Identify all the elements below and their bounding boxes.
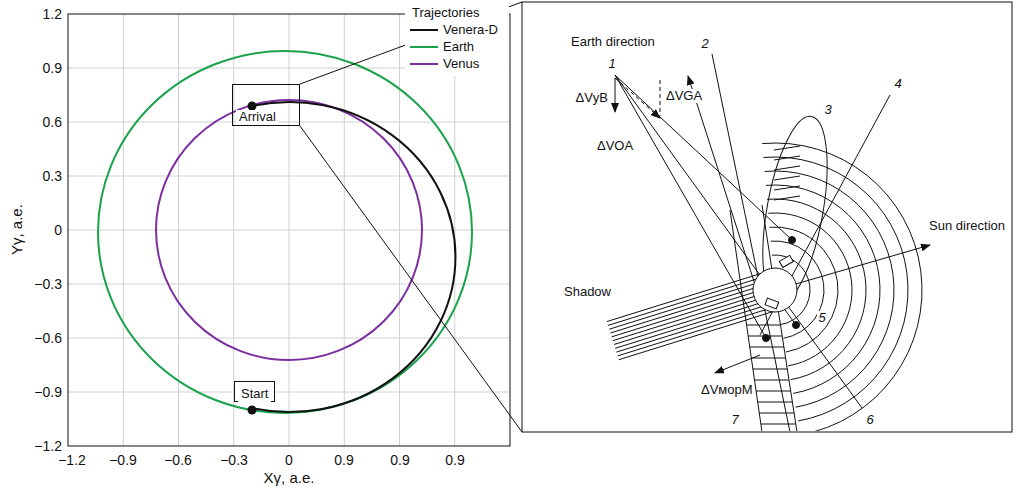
velocity-label: ΔVморМ — [700, 383, 754, 398]
tick-label: −0.9 — [109, 452, 137, 468]
box-label: Start — [238, 387, 271, 402]
legend-entry: Venus — [410, 56, 479, 71]
tick-label: 0.9 — [390, 452, 409, 468]
callout-number: 6 — [865, 413, 874, 428]
tick-label: 0.9 — [43, 60, 62, 76]
legend-entry: Earth — [410, 39, 474, 54]
tick-label: 1.2 — [43, 6, 62, 22]
legend-ground — [405, 4, 509, 76]
callout-number: 5 — [817, 311, 826, 326]
legend-line — [410, 42, 438, 52]
tick-label: −0.3 — [220, 452, 248, 468]
direction-label: Earth direction — [570, 35, 656, 50]
venera-trajectory — [252, 102, 455, 412]
earth-orbit — [98, 51, 472, 413]
axis-title: Yγ, a.e. — [7, 205, 24, 256]
tick-label: 0.9 — [334, 452, 353, 468]
tick-label: 0.3 — [43, 168, 62, 184]
tick-label: −0.3 — [34, 276, 62, 292]
zoom-panel — [522, 2, 1012, 432]
direction-label: Sun direction — [928, 219, 1006, 234]
axis-title: Xγ, a.e. — [264, 469, 315, 486]
tick-label: 0 — [54, 222, 62, 238]
legend-text: Earth — [443, 39, 474, 54]
zoom-line — [300, 2, 522, 84]
velocity-label: ΔVGA — [665, 89, 703, 104]
tick-label: 0.6 — [43, 114, 62, 130]
velocity-label: ΔVуВ — [574, 91, 609, 106]
tick-label: 0 — [285, 452, 293, 468]
tick-label: −1.2 — [34, 438, 62, 454]
start-dot — [248, 406, 257, 415]
tick-label: −0.6 — [164, 452, 192, 468]
arrival-box: Arrival — [232, 84, 300, 126]
legend-entry: Venera-D — [410, 22, 498, 37]
tick-label: −1.2 — [58, 452, 86, 468]
zoom-line — [300, 126, 522, 432]
legend-line — [410, 59, 438, 69]
callout-number: 3 — [823, 103, 832, 118]
legend-title: Trajectories — [412, 6, 479, 21]
callout-number: 4 — [893, 77, 902, 92]
callout-number: 2 — [700, 37, 709, 52]
venus-orbit — [156, 100, 422, 360]
tick-label: 0.9 — [445, 452, 464, 468]
tick-label: −0.6 — [34, 330, 62, 346]
legend-text: Venera-D — [443, 22, 498, 37]
tick-label: −0.9 — [34, 384, 62, 400]
box-label: Arrival — [236, 110, 279, 125]
plot-frame — [68, 14, 510, 446]
region-label: Shadow — [563, 285, 612, 300]
callout-number: 1 — [607, 57, 616, 72]
legend-text: Venus — [443, 56, 479, 71]
start-box: Start — [234, 381, 275, 402]
velocity-label: ΔVOA — [596, 139, 634, 154]
callout-number: 7 — [730, 413, 739, 428]
legend-line — [410, 25, 438, 35]
